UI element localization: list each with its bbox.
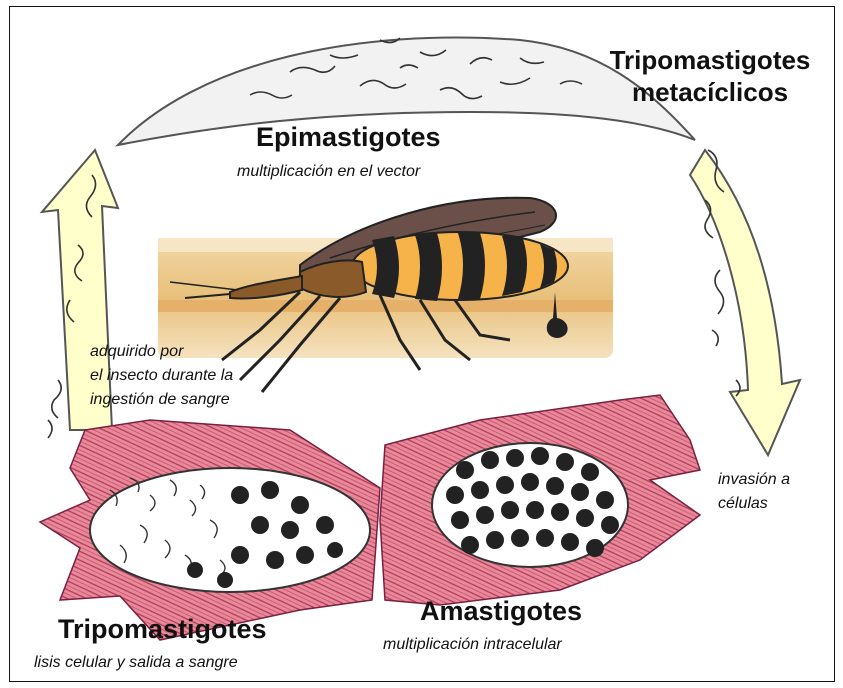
label-invasion-line2: células (718, 492, 790, 516)
label-acquired-line1: adquirido por (90, 340, 233, 364)
label-amastigotes-sub: multiplicación intracelular (383, 636, 562, 654)
right-arrow (690, 150, 800, 455)
label-invasion-line1: invasión a (718, 468, 790, 492)
label-cell-invasion: invasión a células (718, 468, 790, 516)
label-acquired-by-insect: adquirido por el insecto durante la inge… (90, 340, 233, 412)
label-amastigotes: Amastigotes (420, 596, 582, 627)
label-epimastigotes: Epimastigotes (256, 122, 441, 153)
label-acquired-line2: el insecto durante la (90, 364, 233, 388)
label-trypomastigotes: Tripomastigotes (58, 614, 267, 645)
label-trypomastigotes-sub: lisis celular y salida a sangre (34, 654, 238, 672)
label-epimastigotes-sub: multiplicación en el vector (237, 163, 420, 181)
label-metacyclic-trypomastigotes: Tripomastigotes metacíclicos (585, 44, 835, 108)
label-metacyclic-line2: metacíclicos (585, 76, 835, 108)
label-acquired-line3: ingestión de sangre (90, 388, 233, 412)
label-metacyclic-line1: Tripomastigotes (585, 44, 835, 76)
